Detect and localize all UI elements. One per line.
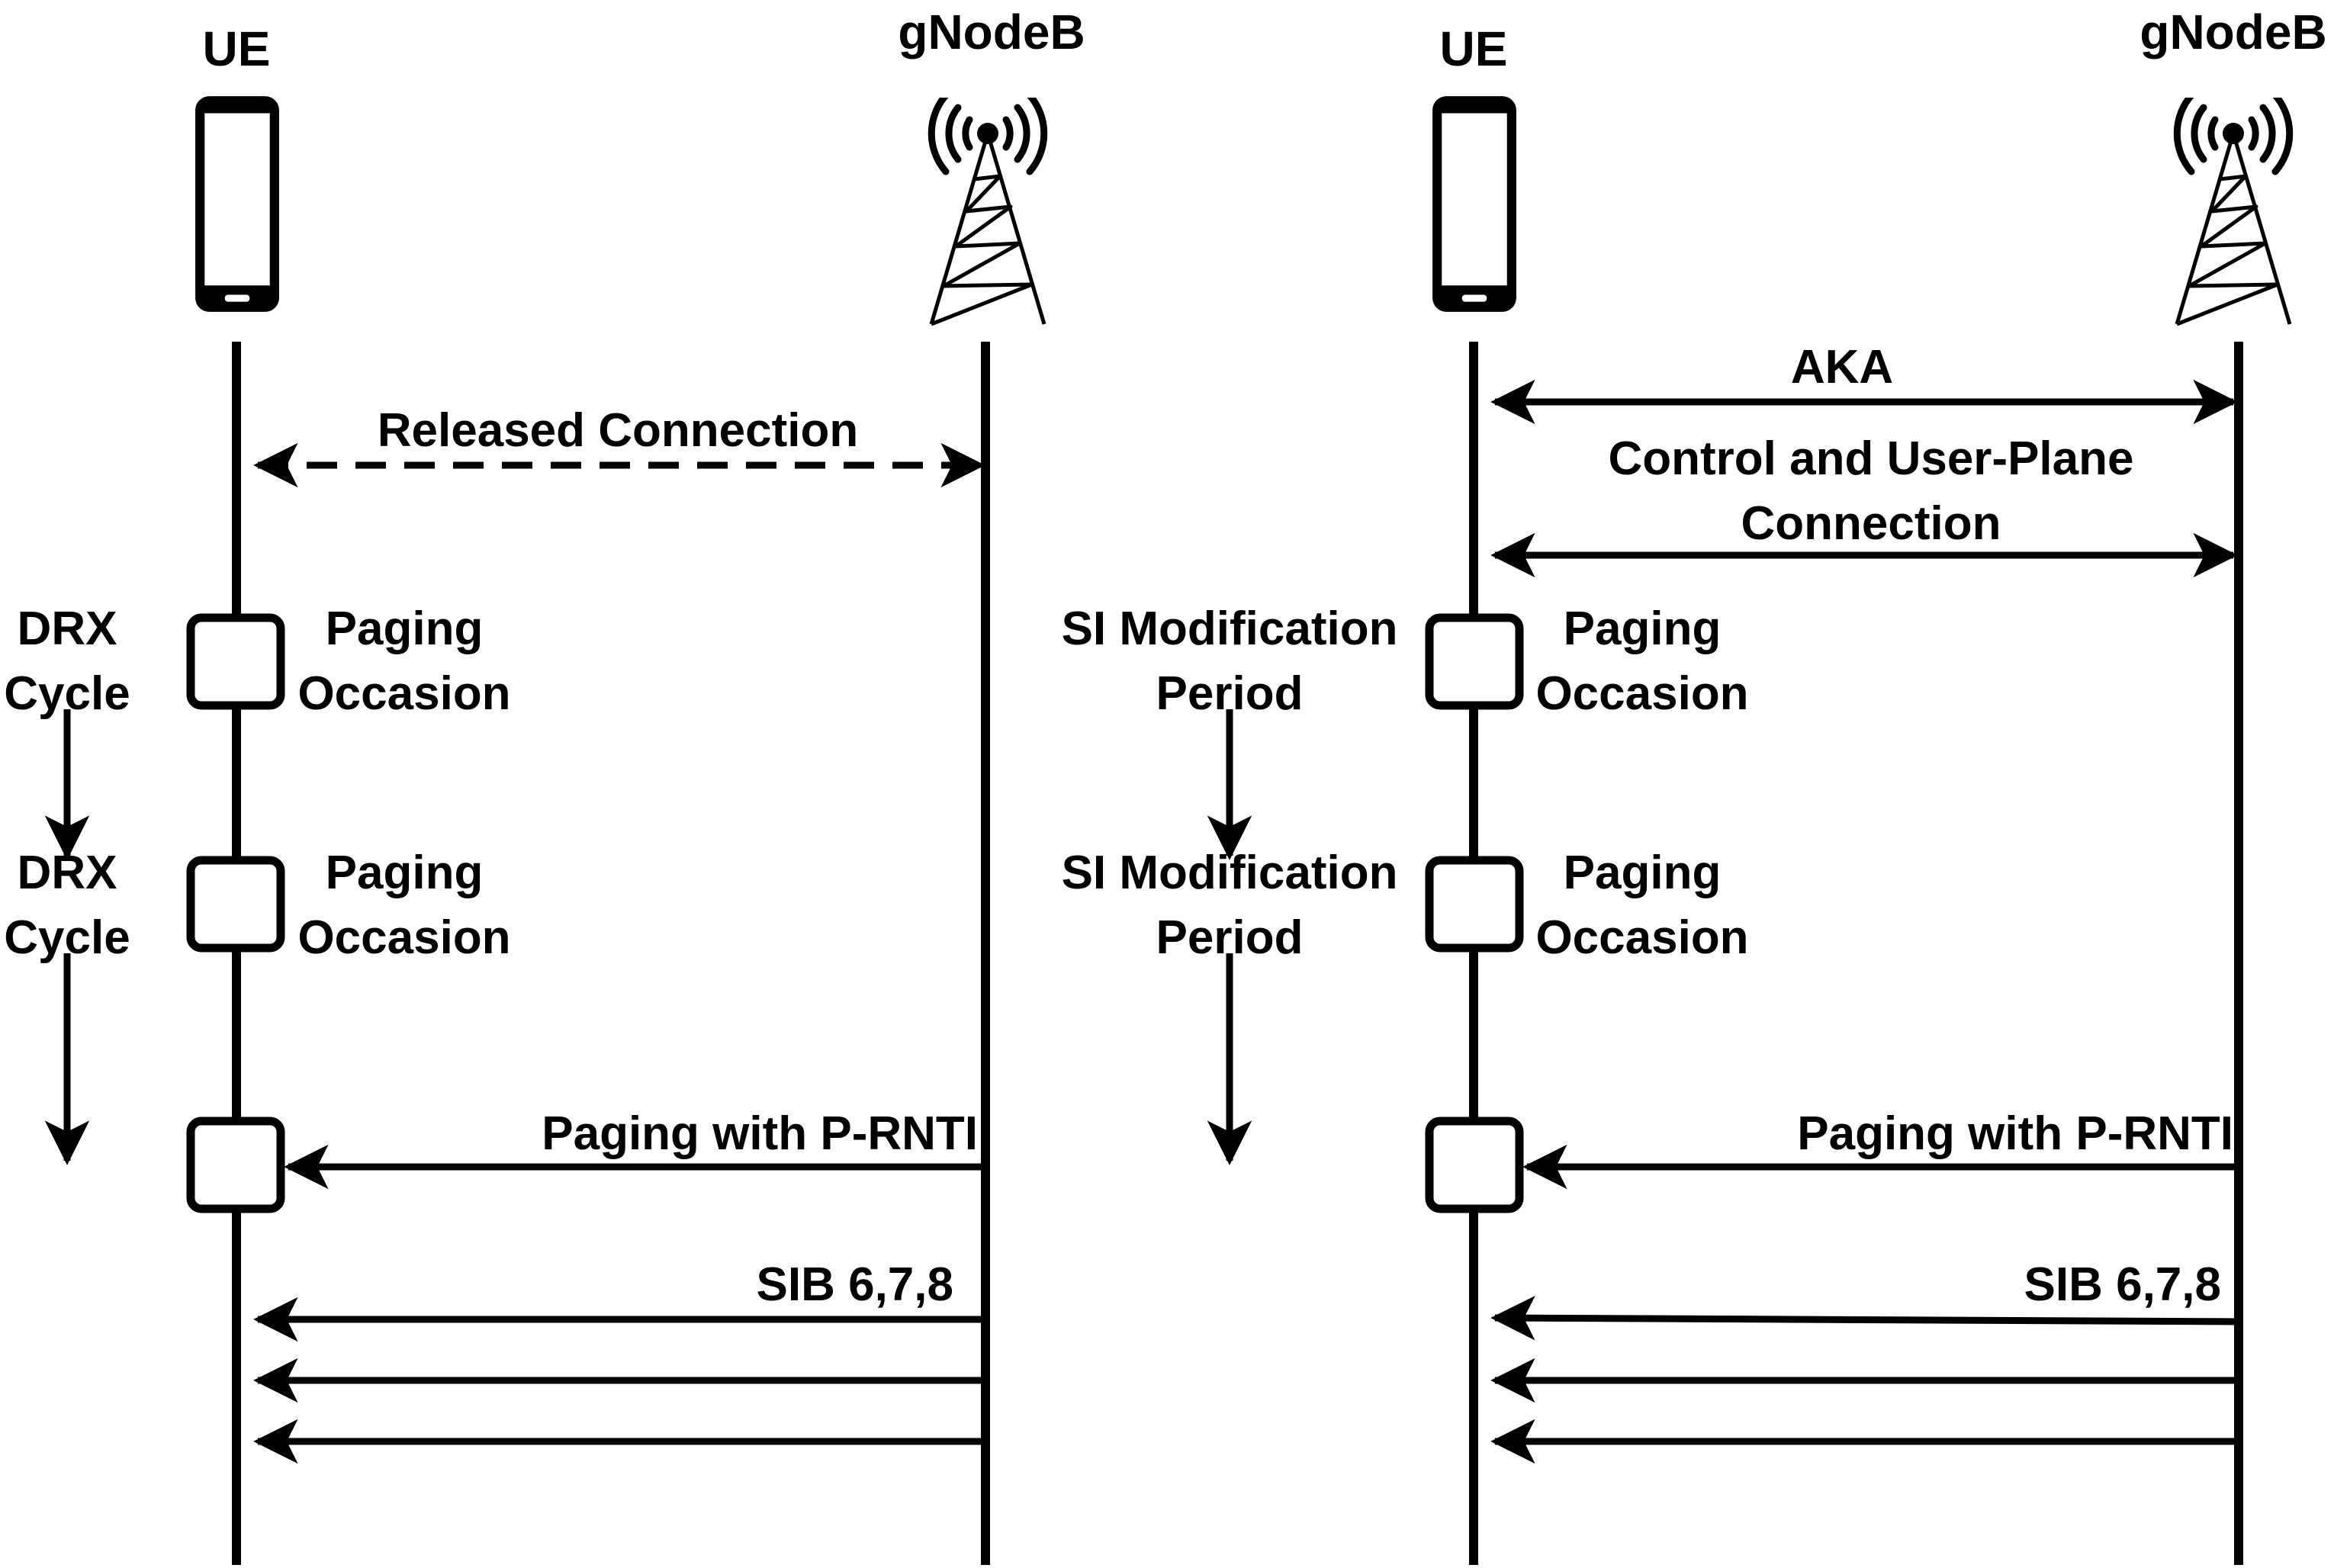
drx-cycle-label-1-line1: DRX	[18, 602, 117, 655]
right-paging-occasion-1-line2: Occasion	[1535, 667, 1748, 720]
smartphone-icon	[1432, 96, 1516, 312]
cell-tower-icon	[931, 95, 1044, 324]
drx-cycle-label-2-line1: DRX	[18, 847, 117, 899]
si-modification-label-1-line1: SI Modification	[1062, 602, 1398, 655]
left-paging-message-label: Paging with P-RNTI	[542, 1107, 978, 1160]
left-paging-occasion-1-line1: Paging	[326, 602, 484, 655]
right-gnb-label: gNodeB	[2140, 5, 2326, 59]
left-paging-occasion-box-2	[186, 856, 285, 953]
right-paging-message-label: Paging with P-RNTI	[1797, 1107, 2233, 1160]
right-paging-occasion-1-line1: Paging	[1564, 602, 1722, 655]
right-sib-arrow-1	[1490, 1296, 2239, 1341]
left-paging-occasion-2-line1: Paging	[326, 847, 484, 899]
right-panel: UE gNodeB AKA Control and User-Plane Con…	[1062, 5, 2327, 1565]
control-user-plane-label-line2: Connection	[1741, 497, 2001, 550]
aka-label: AKA	[1791, 341, 1893, 394]
left-gnb-label: gNodeB	[898, 5, 1085, 59]
right-paging-occasion-2-line2: Occasion	[1535, 911, 1748, 964]
control-user-plane-label-line1: Control and User-Plane	[1609, 432, 2134, 485]
si-modification-label-2-line1: SI Modification	[1062, 847, 1398, 899]
cell-tower-icon	[2177, 95, 2290, 324]
left-ue-label: UE	[203, 21, 271, 76]
right-ue-label: UE	[1440, 21, 1508, 76]
left-paging-occasion-2-line2: Occasion	[297, 911, 510, 964]
right-paging-occasion-2-line1: Paging	[1564, 847, 1722, 899]
right-paging-occasion-box-1	[1425, 613, 1524, 710]
released-connection-label: Released Connection	[378, 404, 858, 457]
left-paging-box	[186, 1117, 285, 1213]
left-paging-occasion-box-1	[186, 613, 285, 710]
right-sib-label: SIB 6,7,8	[2024, 1258, 2221, 1311]
right-paging-occasion-box-2	[1425, 856, 1524, 953]
left-paging-occasion-1-line2: Occasion	[297, 667, 510, 720]
right-paging-box	[1425, 1117, 1524, 1213]
left-panel: UE gNodeB Released Connection DRX Cycle …	[4, 5, 1085, 1565]
smartphone-icon	[195, 96, 279, 312]
left-sib-label: SIB 6,7,8	[757, 1258, 953, 1311]
